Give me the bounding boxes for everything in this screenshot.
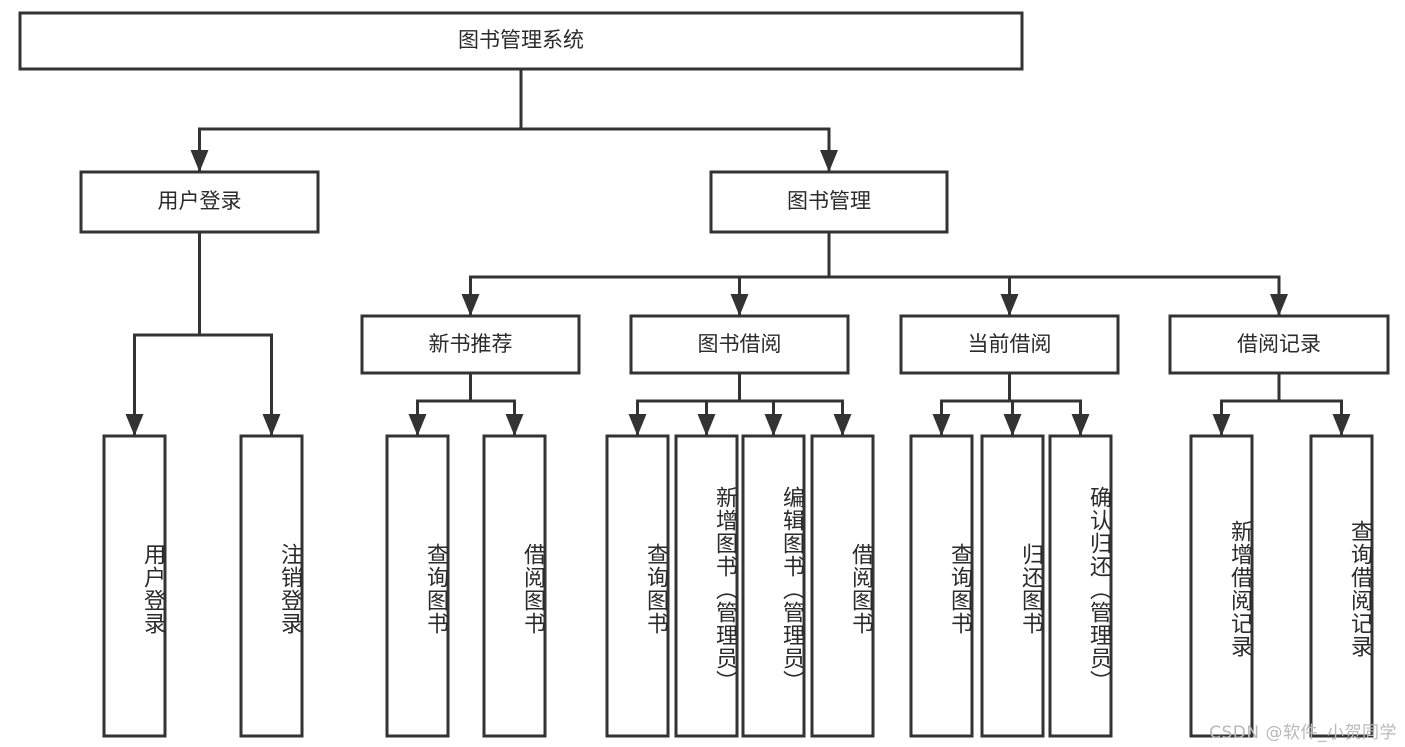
arrow-head-icon — [730, 294, 749, 316]
arrow-head-icon — [628, 414, 647, 436]
arrow-head-icon — [1071, 414, 1090, 436]
node-box-l1-user-login[interactable] — [79, 170, 320, 234]
node-box-l2-borrow-record[interactable] — [1168, 314, 1390, 375]
node-box-leaf-return-book[interactable] — [980, 434, 1045, 738]
edges-layer — [125, 67, 1351, 438]
arrow-head-icon — [461, 294, 480, 316]
arrow-head-icon — [408, 414, 427, 436]
boxes-layer — [18, 11, 1390, 738]
arrow-head-icon — [190, 150, 209, 172]
arrow-head-icon — [1332, 414, 1351, 436]
arrow-head-icon — [820, 150, 838, 172]
arrow-head-icon — [125, 414, 144, 436]
node-box-l2-book-borrow[interactable] — [629, 314, 850, 375]
arrow-head-icon — [505, 414, 524, 436]
node-box-leaf-borrow-book-2[interactable] — [810, 434, 875, 738]
node-box-l2-current-borrow[interactable] — [899, 314, 1120, 375]
arrow-head-icon — [764, 414, 783, 436]
arrow-head-icon — [262, 414, 281, 436]
node-box-leaf-query-book-1[interactable] — [385, 434, 450, 738]
node-box-leaf-query-borrow-record[interactable] — [1309, 434, 1374, 738]
node-box-leaf-query-book-2[interactable] — [605, 434, 670, 738]
node-box-l1-book-mgmt[interactable] — [709, 170, 949, 234]
node-box-leaf-add-book-admin[interactable] — [674, 434, 739, 738]
arrow-head-icon — [1003, 414, 1022, 436]
node-box-leaf-query-book-3[interactable] — [909, 434, 974, 738]
arrow-head-icon — [697, 414, 716, 436]
node-box-root[interactable] — [18, 11, 1024, 71]
arrow-head-icon — [833, 414, 852, 436]
arrow-head-icon — [1270, 294, 1288, 316]
node-box-leaf-borrow-book-1[interactable] — [482, 434, 547, 738]
node-box-leaf-user-logout[interactable] — [239, 434, 304, 738]
node-box-leaf-confirm-return-admin[interactable] — [1048, 434, 1113, 738]
arrow-head-icon — [1000, 294, 1019, 316]
node-box-leaf-edit-book-admin[interactable] — [741, 434, 806, 738]
arrow-head-icon — [932, 414, 951, 436]
node-box-leaf-add-borrow-record[interactable] — [1189, 434, 1254, 738]
node-box-l2-new-book-rec[interactable] — [360, 314, 581, 375]
node-box-leaf-user-login[interactable] — [102, 434, 167, 738]
arrow-head-icon — [1212, 414, 1231, 436]
